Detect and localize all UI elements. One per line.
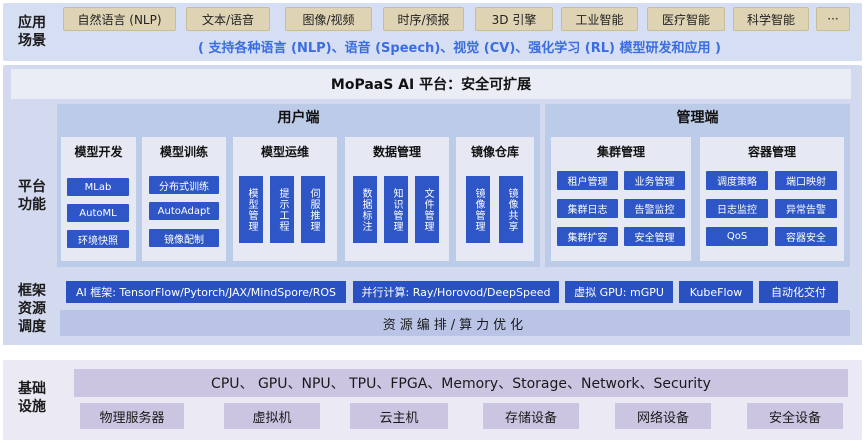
framework-label: 框架 资源 调度	[18, 283, 46, 335]
container-security-chip: 容器安全	[775, 227, 837, 246]
image-mgmt-chip: 镜像管理	[466, 176, 490, 243]
log-monitor-chip: 日志监控	[706, 199, 768, 218]
model-dev-title: 模型开发	[74, 144, 123, 159]
tenant-mgmt-chip: 租户管理	[557, 171, 618, 190]
virtual-gpu-chip: 虚拟 GPU: mGPU	[565, 281, 673, 303]
app-tag-science: 科学智能	[733, 7, 809, 31]
application-label: 应用 场景	[18, 15, 46, 49]
automl-chip: AutoML	[67, 204, 129, 222]
app-tag-industrial: 工业智能	[561, 7, 638, 31]
qos-chip: QoS	[706, 227, 768, 246]
cluster-scaling-chip: 集群扩容	[557, 227, 618, 246]
infrastructure-label: 基础 设施	[18, 381, 46, 415]
parallel-compute-chip: 并行计算: Ray/Horovod/DeepSpeed	[353, 281, 559, 303]
platform-label: 平台 功能	[18, 179, 46, 213]
file-mgmt-chip: 文件管理	[415, 176, 439, 243]
storage-device-chip: 存储设备	[483, 403, 579, 429]
app-tag-image-video: 图像/视频	[285, 7, 372, 31]
kubeflow-chip: KubeFlow	[679, 281, 753, 303]
app-tag-timeseries: 时序/预报	[383, 7, 464, 31]
image-repo-title: 镜像仓库	[470, 144, 519, 159]
port-mapping-chip: 端口映射	[775, 171, 837, 190]
application-subtitle: ( 支持各种语言 (NLP)、语音 (Speech)、视觉 (CV)、强化学习 …	[198, 40, 721, 56]
image-share-chip: 镜像共享	[499, 176, 523, 243]
app-tag-more: ···	[816, 7, 850, 31]
app-tag-nlp: 自然语言 (NLP)	[63, 7, 176, 31]
scheduling-policy-chip: 调度策略	[706, 171, 768, 190]
distributed-training-chip: 分布式训练	[149, 176, 219, 194]
data-labeling-chip: 数据标注	[353, 176, 377, 243]
network-device-chip: 网络设备	[615, 403, 711, 429]
env-snapshot-chip: 环境快照	[67, 230, 129, 248]
cluster-mgmt-title: 集群管理	[596, 144, 645, 159]
hardware-resources-bar: CPU、 GPU、NPU、 TPU、FPGA、Memory、Storage、Ne…	[74, 369, 848, 397]
anomaly-alert-chip: 异常告警	[775, 199, 837, 218]
security-device-chip: 安全设备	[747, 403, 843, 429]
admin-side-title: 管理端	[676, 110, 719, 126]
cloud-host-chip: 云主机	[350, 403, 448, 429]
model-mgmt-chip: 模型管理	[239, 176, 263, 243]
app-tag-text-speech: 文本/语音	[186, 7, 270, 31]
mlab-chip: MLab	[67, 178, 129, 196]
model-ops-title: 模型运维	[260, 144, 309, 159]
image-config-chip: 镜像配制	[149, 229, 219, 247]
prompt-engineering-chip: 提示工程	[270, 176, 294, 243]
serving-inference-chip: 伺服推理	[301, 176, 325, 243]
virtual-machine-chip: 虚拟机	[224, 403, 320, 429]
container-mgmt-title: 容器管理	[747, 144, 796, 159]
ai-framework-chip: AI 框架: TensorFlow/Pytorch/JAX/MindSpore/…	[66, 281, 346, 303]
knowledge-mgmt-chip: 知识管理	[384, 176, 408, 243]
data-mgmt-title: 数据管理	[372, 144, 421, 159]
model-train-title: 模型训练	[159, 144, 208, 159]
user-side-title: 用户端	[277, 110, 320, 126]
physical-server-chip: 物理服务器	[80, 403, 184, 429]
auto-delivery-chip: 自动化交付	[759, 281, 838, 303]
app-tag-medical: 医疗智能	[647, 7, 725, 31]
cluster-log-chip: 集群日志	[557, 199, 618, 218]
resource-scheduling-bar: 资源编排/算力优化	[60, 310, 850, 336]
autoadapt-chip: AutoAdapt	[149, 202, 219, 220]
business-mgmt-chip: 业务管理	[624, 171, 685, 190]
security-mgmt-chip: 安全管理	[624, 227, 685, 246]
app-tag-3d-engine: 3D 引擎	[475, 7, 553, 31]
alert-monitor-chip: 告警监控	[624, 199, 685, 218]
platform-title: MoPaaS AI 平台：安全可扩展	[11, 69, 851, 99]
